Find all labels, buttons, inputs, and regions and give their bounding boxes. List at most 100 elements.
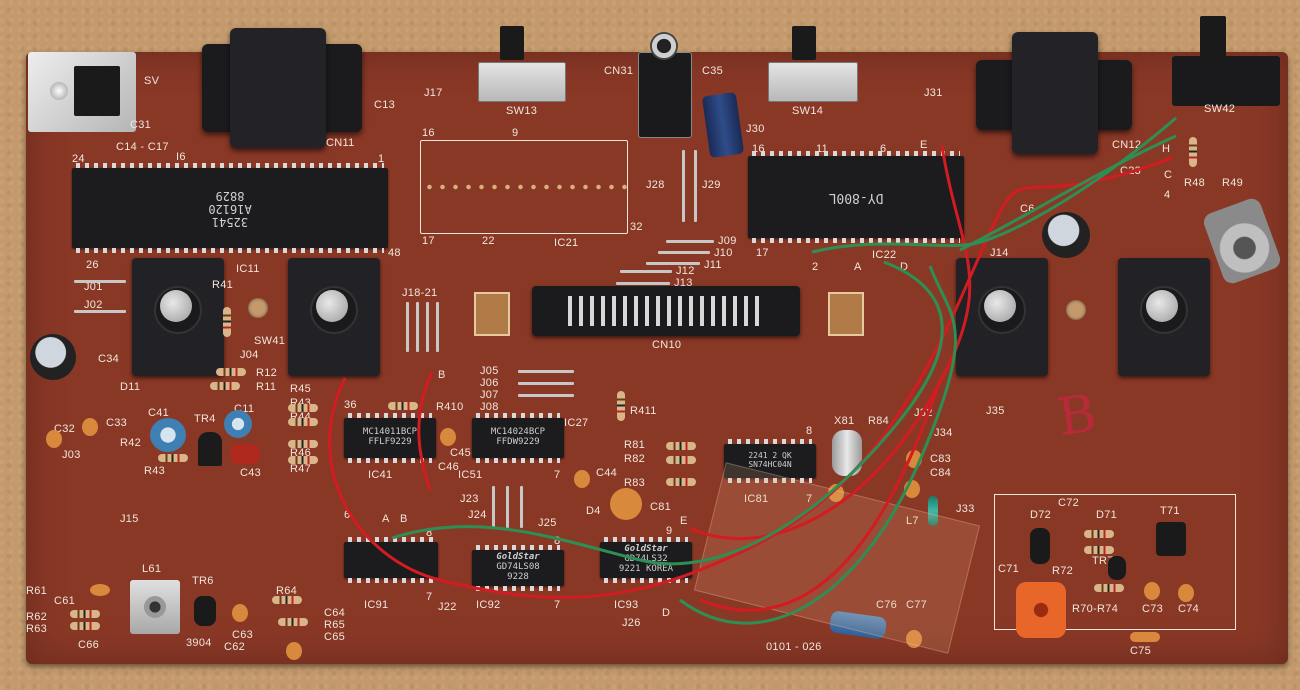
label-r81: R81 — [624, 439, 646, 451]
label-r84: R84 — [868, 415, 890, 427]
sw14-actuator[interactable] — [792, 26, 816, 60]
label-c71: C71 — [998, 563, 1020, 575]
transistor-t71 — [1156, 522, 1186, 556]
label-j15: J15 — [120, 513, 139, 525]
rf-coil-orange[interactable] — [1016, 582, 1066, 638]
pin-ic22-d: D — [900, 261, 909, 273]
label-j18-21: J18-21 — [402, 287, 438, 299]
jumper-j24 — [506, 486, 509, 528]
label-part-no: 0101 - 026 — [766, 641, 822, 653]
label-j06: J06 — [480, 377, 499, 389]
label-c-c: C — [1164, 169, 1173, 181]
mount-hole-left — [248, 298, 268, 318]
ic91-chip — [344, 537, 438, 583]
jumper-j18 — [406, 302, 409, 352]
pin-ic91-b: B — [400, 513, 408, 525]
jumper-j09 — [666, 240, 714, 243]
label-c43: C43 — [240, 467, 262, 479]
label-r70-74: R70-R74 — [1072, 603, 1119, 615]
label-j09: J09 — [718, 235, 737, 247]
resistor-r71 — [1084, 530, 1114, 538]
label-tr4: TR4 — [194, 413, 216, 425]
capacitor-c65 — [286, 642, 302, 660]
capacitor-c6 — [1042, 212, 1090, 258]
label-j24: J24 — [468, 509, 487, 521]
ic93-marking-2: GD74LS32 — [624, 554, 668, 565]
connector-cn12-shell — [1012, 32, 1098, 154]
resistor-r45 — [288, 404, 318, 412]
transistor-tr71 — [1108, 556, 1126, 580]
label-sw42: SW42 — [1204, 103, 1236, 115]
resistor-r11 — [210, 382, 240, 390]
label-j11: J11 — [704, 259, 722, 271]
label-c61: C61 — [54, 595, 76, 607]
pin-ic41-b: B — [438, 369, 446, 381]
pin-ic92-7: 7 — [554, 599, 561, 611]
label-c45: C45 — [450, 447, 472, 459]
pin-ic21-22: 22 — [482, 235, 495, 247]
label-j22: J22 — [438, 601, 457, 613]
pin-ic22-11: 11 — [816, 143, 829, 155]
label-c72: C72 — [1058, 497, 1080, 509]
switch-sw14[interactable] — [768, 62, 858, 102]
ic41-chip: MC14011BCP FFLF9229 — [344, 413, 436, 463]
capacitor-c77 — [906, 630, 922, 648]
pin-ic11-48: 48 — [388, 247, 401, 259]
capacitor-c41 — [150, 418, 186, 452]
pin-ic51-7: 7 — [554, 469, 561, 481]
potentiometer-right-2[interactable] — [1118, 258, 1210, 376]
pin-ic93-e: E — [680, 515, 688, 527]
connector-cn31[interactable] — [638, 52, 692, 138]
ic51-marking-2: FFDW9229 — [496, 437, 540, 447]
label-c84: C84 — [930, 467, 952, 479]
jumper-j02 — [74, 310, 126, 313]
label-ic92: IC92 — [476, 599, 501, 611]
sw42-actuator[interactable] — [1200, 16, 1226, 58]
label-ic81: IC81 — [744, 493, 769, 505]
label-c64: C64 — [324, 607, 346, 619]
jumper-j13 — [616, 282, 670, 285]
pcb-board: SV C31 CN11 C13 C14 - C17 I6 24 1 32541 … — [26, 16, 1288, 664]
capacitor-c32 — [46, 430, 62, 448]
label-j12: J12 — [676, 265, 695, 277]
resistor-r73 — [1084, 546, 1114, 554]
label-r44: R44 — [290, 411, 312, 423]
label-r65: R65 — [324, 619, 346, 631]
label-j30: J30 — [746, 123, 765, 135]
jumper-j25 — [520, 486, 523, 528]
resistor-r65 — [278, 618, 308, 626]
capacitor-c33 — [82, 418, 98, 436]
sw13-actuator[interactable] — [500, 26, 524, 60]
capacitor-crystal — [828, 484, 844, 502]
label-ic11: IC11 — [236, 263, 260, 275]
potentiometer-left-2[interactable] — [288, 258, 380, 376]
inductor-l7 — [928, 496, 938, 526]
resistor-r82 — [666, 456, 696, 464]
connector-cn10[interactable] — [532, 286, 800, 336]
resistor-r74 — [1094, 584, 1124, 592]
wire-green-2 — [679, 265, 957, 625]
mount-slot-right — [828, 292, 864, 336]
coil-l61[interactable] — [130, 580, 180, 634]
label-c34: C34 — [98, 353, 120, 365]
label-j01: J01 — [84, 281, 103, 293]
label-r72: R72 — [1052, 565, 1074, 577]
capacitor-c45 — [440, 428, 456, 446]
capacitor-c74 — [1178, 584, 1194, 602]
pin-ic11-24: 24 — [72, 153, 85, 165]
pin-ic21-16: 16 — [422, 127, 435, 139]
label-x81: X81 — [834, 415, 855, 427]
label-c11: C11 — [234, 403, 255, 415]
label-cn12: CN12 — [1112, 139, 1142, 151]
label-j14: J14 — [990, 247, 1009, 259]
resistor-r43 — [158, 454, 188, 462]
label-cn31: CN31 — [604, 65, 634, 77]
switch-sw42[interactable] — [1172, 56, 1280, 106]
capacitor-c44 — [574, 470, 590, 488]
potentiometer-left-1[interactable] — [132, 258, 224, 376]
resistor-r12 — [216, 368, 246, 376]
switch-sw13[interactable] — [478, 62, 566, 102]
pin-ic92-8: 8 — [554, 535, 561, 547]
label-c31: C31 — [130, 119, 152, 131]
label-d71: D71 — [1096, 509, 1118, 521]
